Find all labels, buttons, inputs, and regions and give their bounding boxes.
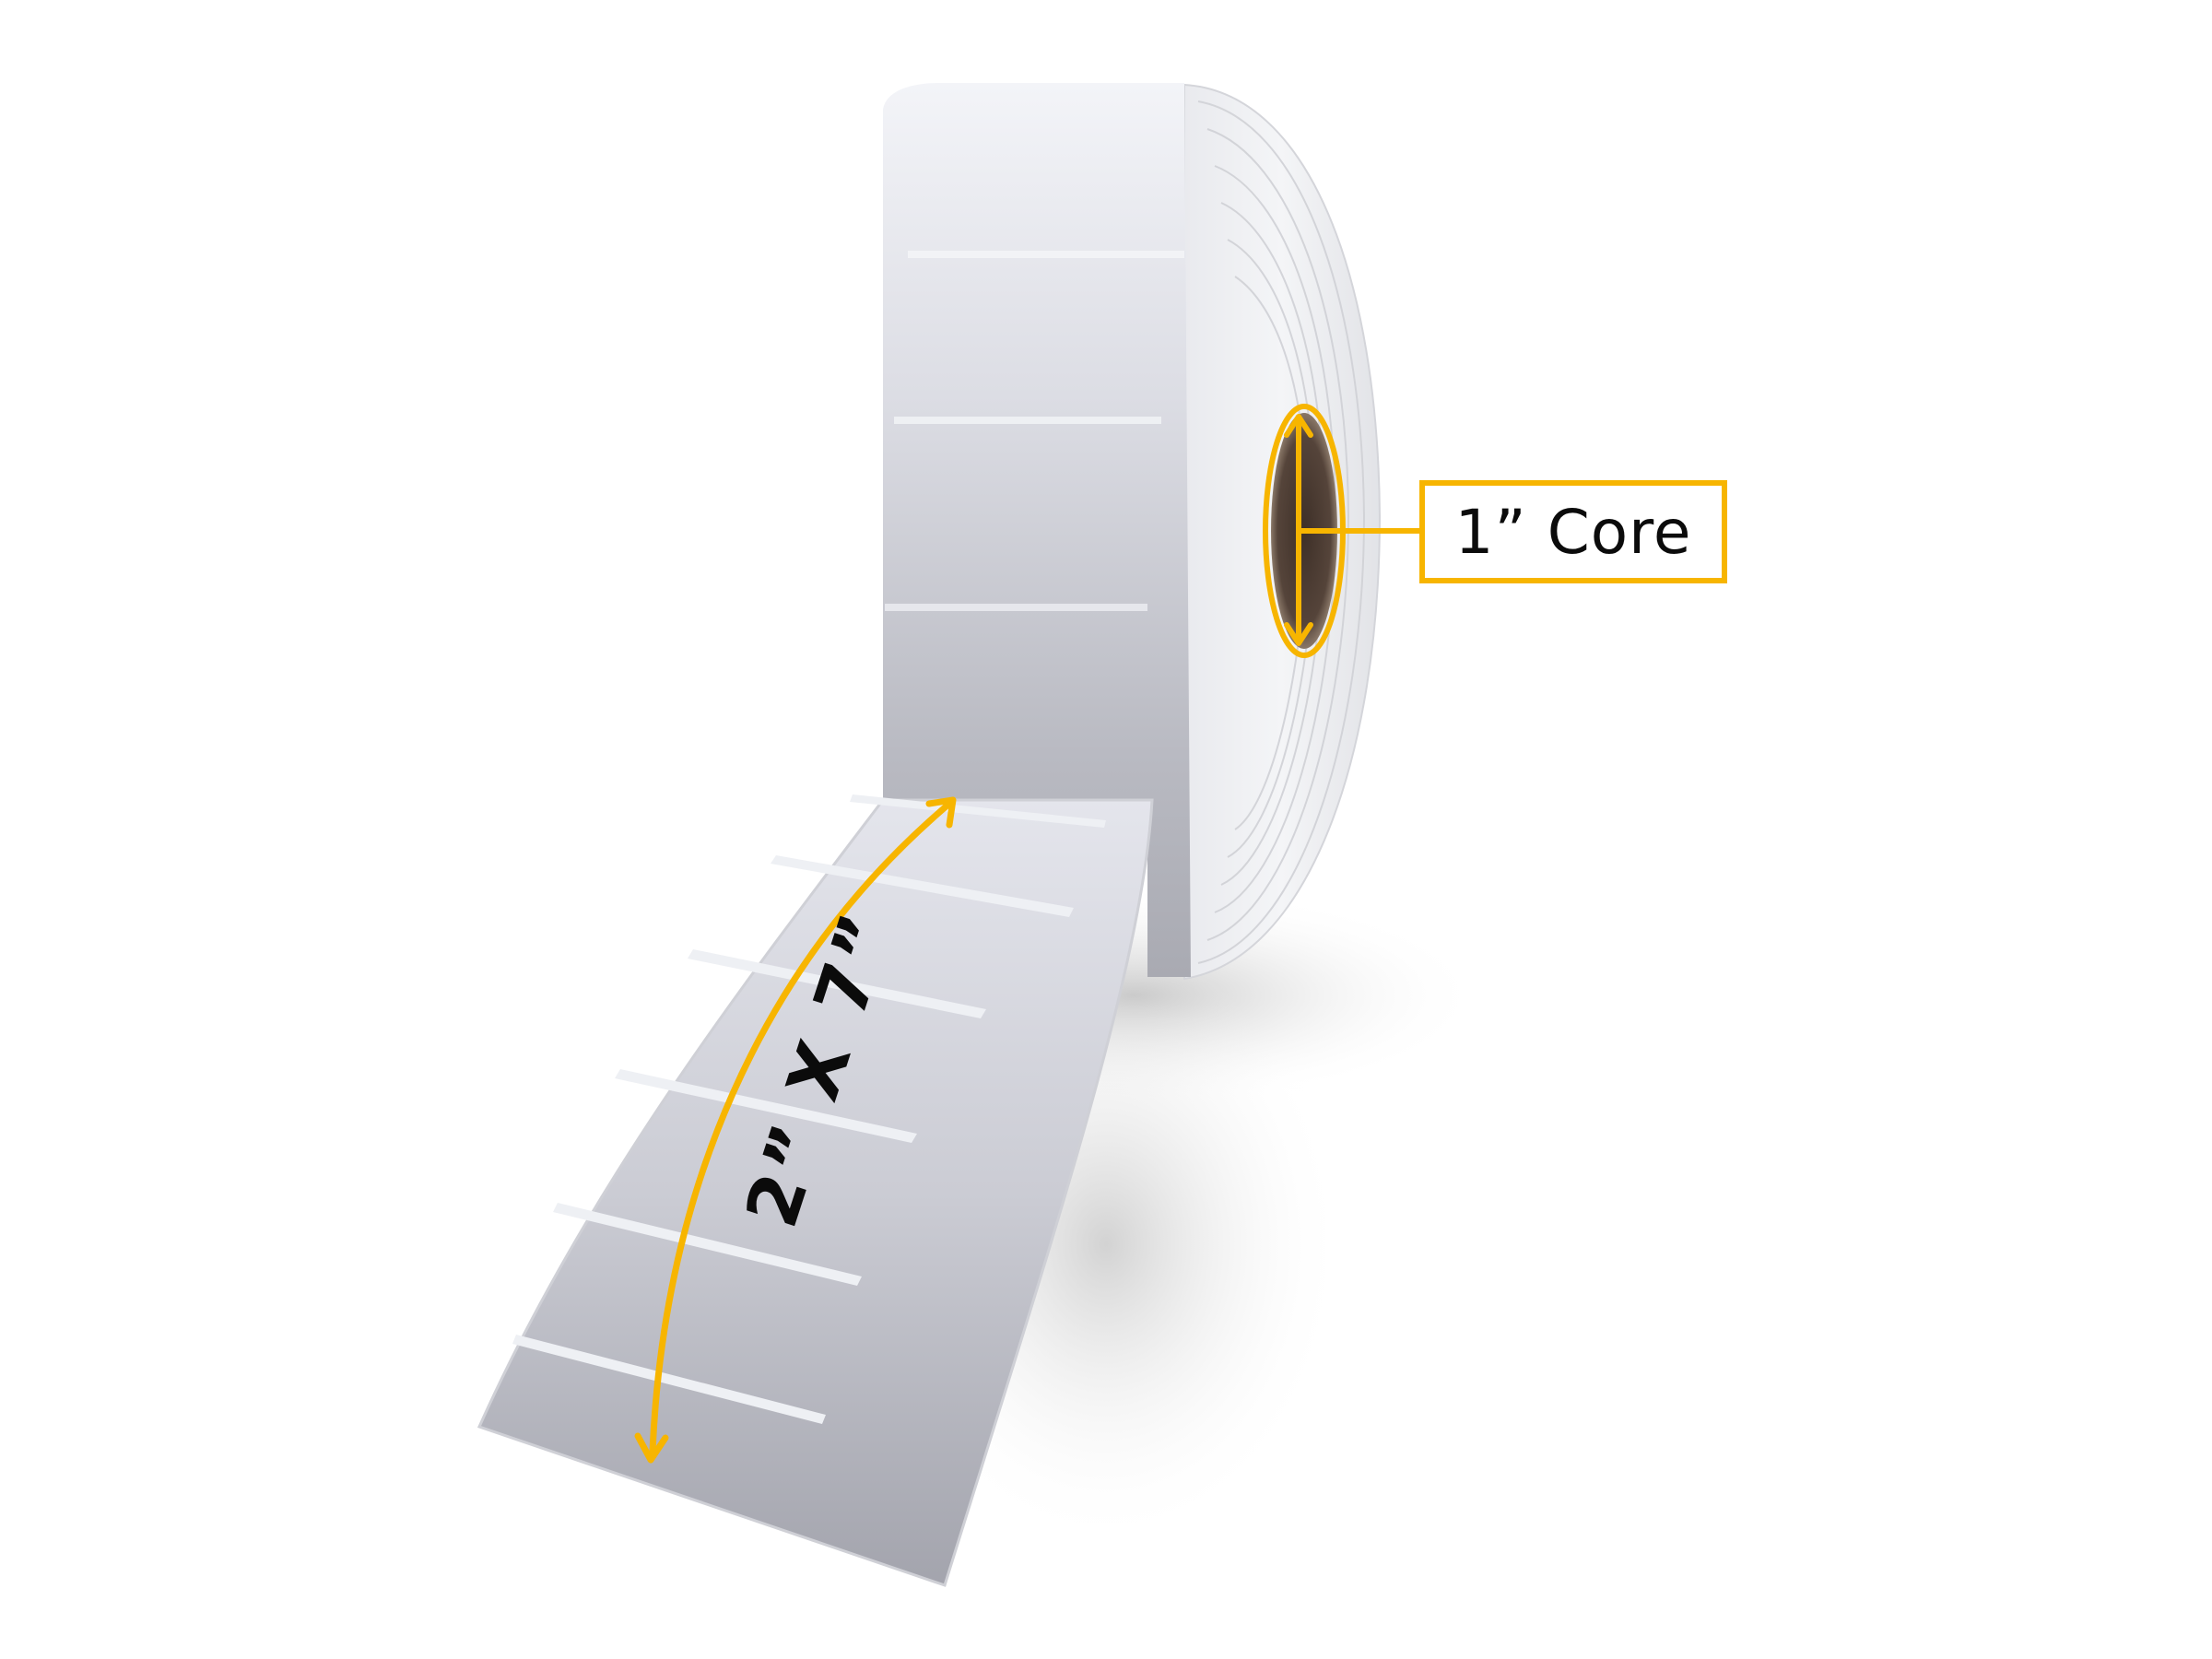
label-strip bbox=[477, 794, 1154, 1587]
core-callout-label: 1” Core bbox=[1454, 496, 1692, 568]
label-length-arrow-icon bbox=[634, 796, 957, 1464]
core-callout-box: 1” Core bbox=[1419, 480, 1727, 583]
core-diameter-arrow-icon bbox=[1284, 414, 1427, 646]
roll-face bbox=[883, 83, 1191, 977]
